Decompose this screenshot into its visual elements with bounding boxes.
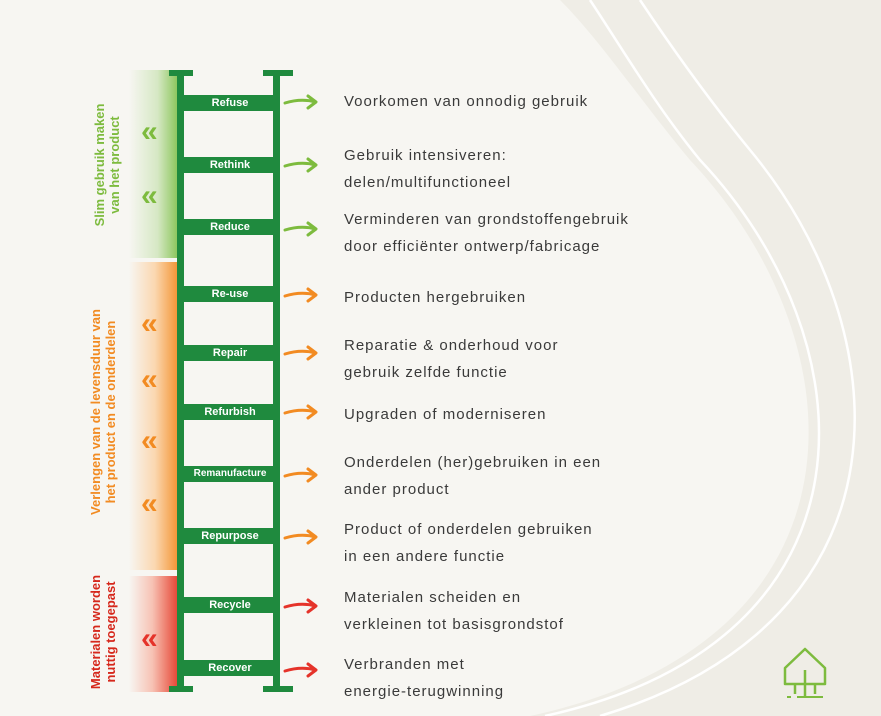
ladder-cap: [169, 686, 193, 692]
chevron-left-icon: «: [141, 363, 158, 396]
step-description-remanufacture: Onderdelen (her)gebruiken in een ander p…: [344, 454, 602, 498]
arrow-right-icon: [283, 221, 318, 237]
chevron-left-icon: «: [141, 622, 158, 655]
tree-house-icon: [783, 647, 827, 698]
arrow-right-icon: [283, 404, 318, 420]
step-description-recycle: Materialen scheiden en verkleinen tot ba…: [344, 589, 564, 633]
step-description-recover: Verbranden met energie-terugwinning: [344, 656, 505, 700]
ladder-cap: [263, 686, 293, 692]
step-description-rethink: Gebruik intensiveren: delen/multifunctio…: [344, 147, 512, 191]
group-band-extend-lifespan: [129, 262, 181, 570]
ladder-step-remanufacture: Remanufacture: [183, 466, 277, 482]
ladder-rail-left: [177, 72, 184, 689]
step-description-refuse: Voorkomen van onnodig gebruik: [344, 93, 589, 110]
ladder-step-refurbish: Refurbish: [183, 404, 277, 420]
arrow-right-icon: [283, 157, 318, 173]
arrow-right-icon: [283, 467, 318, 483]
ladder-step-repair: Repair: [183, 345, 277, 361]
arrow-right-icon: [283, 598, 318, 614]
ladder-step-reduce: Reduce: [183, 219, 277, 235]
arrow-right-icon: [283, 287, 318, 303]
group-label-extend-lifespan: Verlengen van de levensduur van het prod…: [88, 309, 118, 515]
step-description-reuse: Producten hergebruiken: [344, 289, 527, 306]
chevron-left-icon: «: [141, 424, 158, 457]
step-description-repurpose: Product of onderdelen gebruiken in een a…: [344, 521, 593, 565]
ladder-step-reuse: Re-use: [183, 286, 277, 302]
ladder-step-recover: Recover: [183, 660, 277, 676]
chevron-left-icon: «: [141, 115, 158, 148]
arrow-right-icon: [283, 345, 318, 361]
ladder-step-refuse: Refuse: [183, 95, 277, 111]
step-description-reduce: Verminderen van grondstoffengebruik door…: [344, 211, 629, 255]
group-label-materials: Materialen worden nuttig toegepast: [88, 574, 118, 690]
ladder-step-recycle: Recycle: [183, 597, 277, 613]
ladder-rail-right: [273, 72, 280, 689]
step-description-refurbish: Upgraden of moderniseren: [344, 406, 547, 423]
step-description-repair: Reparatie & onderhoud voor gebruik zelfd…: [344, 337, 559, 381]
arrow-right-icon: [283, 529, 318, 545]
ladder-step-rethink: Rethink: [183, 157, 277, 173]
chevron-left-icon: «: [141, 307, 158, 340]
arrow-right-icon: [283, 94, 318, 110]
group-band-smart-use: [129, 70, 181, 258]
chevron-left-icon: «: [141, 179, 158, 212]
chevron-left-icon: «: [141, 487, 158, 520]
ladder-step-repurpose: Repurpose: [183, 528, 277, 544]
group-band-materials: [129, 576, 181, 692]
arrow-right-icon: [283, 662, 318, 678]
group-label-smart-use: Slim gebruik maken van het product: [92, 103, 122, 227]
